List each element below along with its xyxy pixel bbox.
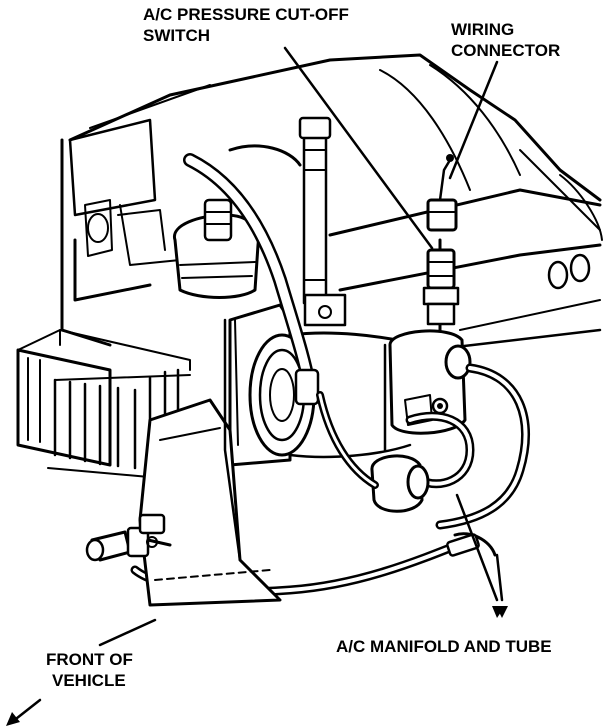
wiring-connector-label-line2: CONNECTOR (451, 41, 560, 60)
front-of-vehicle-label-line1: FRONT OF (46, 650, 133, 669)
pressure-switch-label-line1: A/C PRESSURE CUT-OFF (143, 5, 349, 24)
pressure-switch (422, 238, 460, 332)
leader-lines (283, 46, 504, 602)
radiator-grille (16, 329, 201, 479)
manifold-tube-label: A/C MANIFOLD AND TUBE (336, 637, 552, 656)
front-of-vehicle-label-line2: VEHICLE (52, 671, 126, 690)
manifold-arrowheads (492, 606, 508, 618)
manifold-body (388, 329, 472, 435)
wiring-connector (426, 154, 458, 232)
suction-hose (183, 144, 320, 406)
front-arrow (6, 618, 157, 726)
compressor (228, 303, 422, 467)
lower-bracket (138, 318, 282, 607)
upper-bracket (173, 198, 260, 299)
muffler (370, 454, 430, 513)
wiring-connector-label-line1: WIRING (451, 20, 514, 39)
pressure-switch-label-line2: SWITCH (143, 26, 210, 45)
front-fittings (85, 513, 172, 562)
receiver-post (298, 116, 347, 327)
